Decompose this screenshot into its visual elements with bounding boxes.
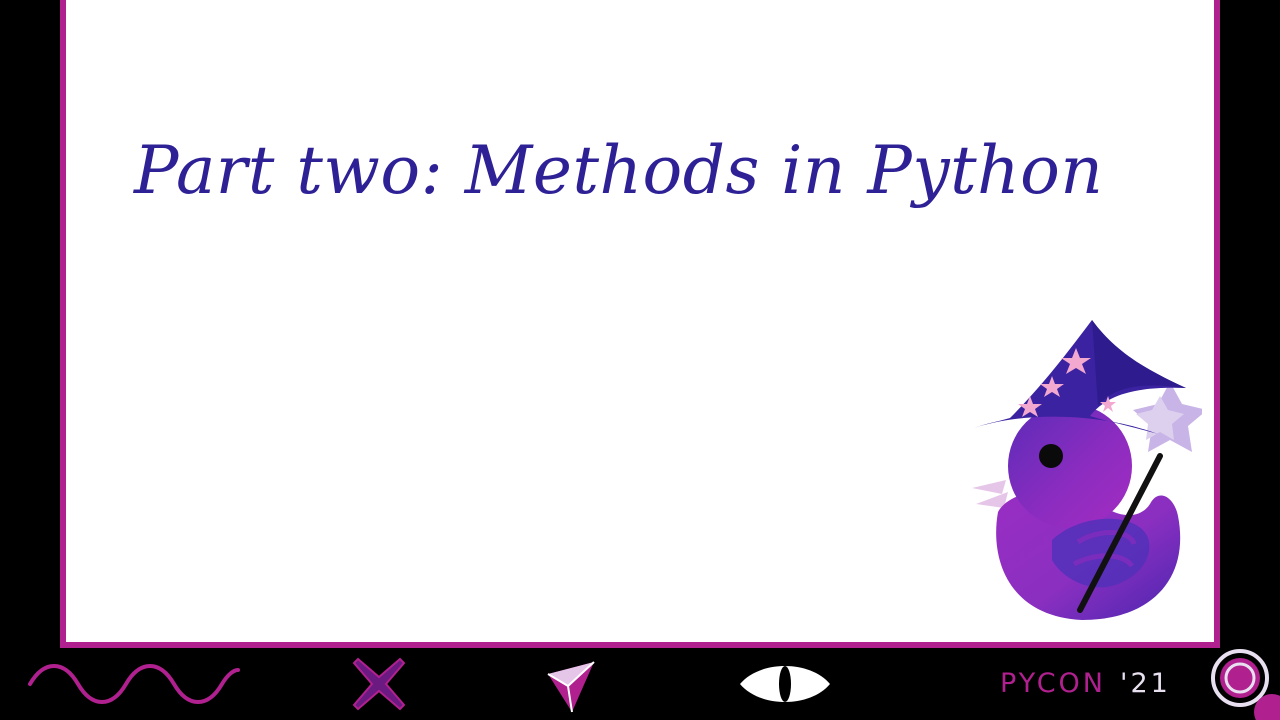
target-icon — [1211, 649, 1280, 720]
wizard-duck-illustration — [972, 320, 1202, 620]
wave-icon — [28, 664, 240, 704]
brand-name: PYCON — [1000, 668, 1107, 699]
pycon-brand: PYCON '21 — [1000, 664, 1171, 704]
slide-frame: Part two: Methods in Python — [60, 0, 1220, 648]
eye-icon — [740, 666, 830, 702]
brand-year: '21 — [1120, 668, 1171, 699]
slide-canvas: Part two: Methods in Python — [66, 0, 1214, 642]
x-icon — [352, 657, 406, 711]
triangle-icon — [547, 661, 595, 713]
slide-title: Part two: Methods in Python — [134, 132, 1104, 209]
